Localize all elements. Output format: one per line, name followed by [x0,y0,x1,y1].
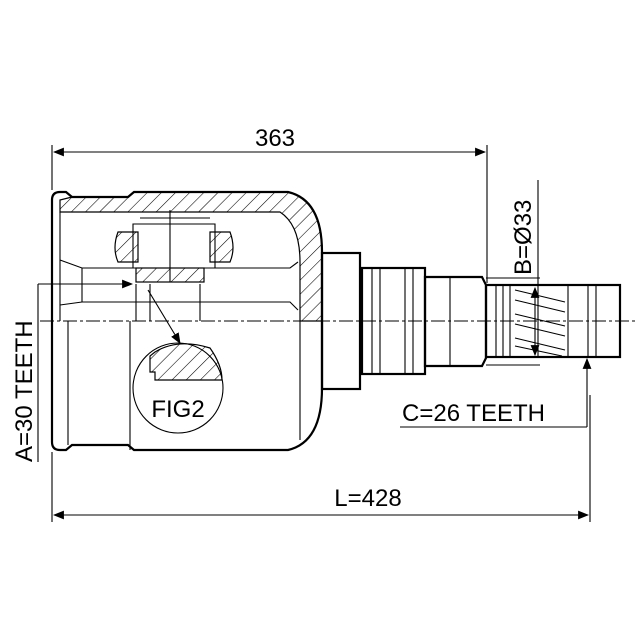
dimension-c-teeth: C=26 TEETH [400,357,592,428]
dimension-b-diameter: B=Ø33 [486,180,540,366]
fig2-label: FIG2 [151,396,204,423]
fig2-detail: FIG2 [132,289,224,434]
dimension-overall-length: L=428 [51,395,591,522]
outer-shaft [320,251,622,391]
dim-a-label: A=30 TEETH [11,320,38,462]
dim-b-label: B=Ø33 [510,200,537,275]
dim-top-label: 363 [255,125,295,152]
dim-overall-label: L=428 [334,485,401,512]
tripod-roller [114,210,234,321]
dimension-363: 363 [51,125,488,283]
dim-c-label: C=26 TEETH [402,400,545,427]
dimension-a-teeth: A=30 TEETH [11,279,134,462]
